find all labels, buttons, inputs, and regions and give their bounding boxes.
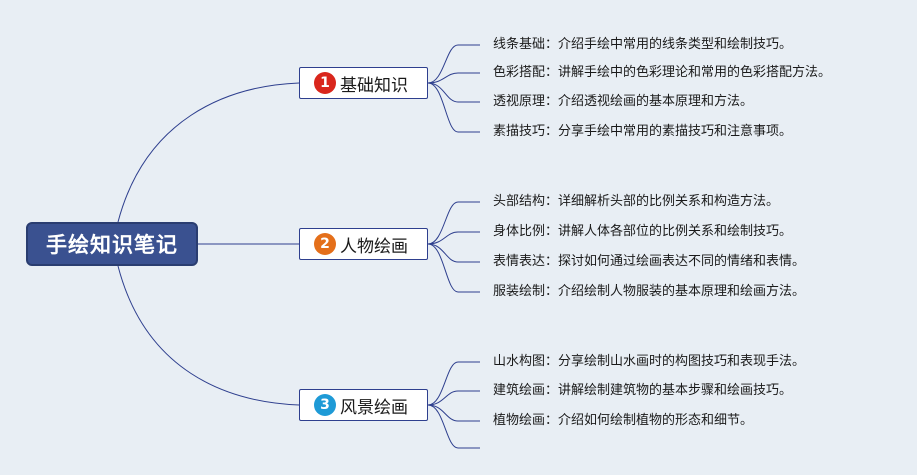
leaf-item[interactable]: 表情表达：探讨如何通过绘画表达不同的情绪和表情。 [493,254,806,269]
leaf-item[interactable]: 山水构图：分享绘制山水画时的构图技巧和表现手法。 [493,354,806,369]
root-node[interactable]: 手绘知识笔记 [26,222,198,266]
number-badge-icon: 3 [314,394,336,416]
leaf-connector [427,44,480,84]
leaf-item[interactable]: 身体比例：讲解人体各部位的比例关系和绘制技巧。 [493,224,793,239]
leaf-connector [427,72,480,84]
leaf-connector [427,404,480,449]
leaf-connector [427,201,480,245]
branch-node-basics[interactable]: 1 基础知识 [299,67,428,99]
leaf-connector [427,390,480,406]
leaf-item[interactable]: 线条基础：介绍手绘中常用的线条类型和绘制技巧。 [493,37,793,52]
leaf-connector [427,82,480,133]
leaf-item[interactable]: 素描技巧：分享手绘中常用的素描技巧和注意事项。 [493,124,793,139]
leaf-connector [427,404,480,422]
leaf-item[interactable]: 植物绘画：介绍如何绘制植物的形态和细节。 [493,413,754,428]
leaf-connector [427,82,480,103]
branch-node-landscape-drawing[interactable]: 3 风景绘画 [299,389,428,421]
leaf-item[interactable]: 透视原理：介绍透视绘画的基本原理和方法。 [493,94,754,109]
root-label: 手绘知识笔记 [46,233,178,257]
number-badge-icon: 1 [314,72,336,94]
root-connector [117,82,300,223]
leaf-connector [427,231,480,245]
leaf-connector [427,243,480,263]
branch-label: 基础知识 [340,75,408,96]
leaf-item[interactable]: 色彩搭配：讲解手绘中的色彩理论和常用的色彩搭配方法。 [493,65,832,80]
leaf-connector [427,243,480,293]
root-connector [117,265,300,406]
branch-label: 人物绘画 [340,236,408,257]
branch-label: 风景绘画 [340,397,408,418]
leaf-item[interactable]: 建筑绘画：讲解绘制建筑物的基本步骤和绘画技巧。 [493,383,793,398]
leaf-connector [427,361,480,406]
branch-node-figure-drawing[interactable]: 2 人物绘画 [299,228,428,260]
leaf-item[interactable]: 服装绘制：介绍绘制人物服装的基本原理和绘画方法。 [493,284,806,299]
leaf-item[interactable]: 头部结构：详细解析头部的比例关系和构造方法。 [493,194,780,209]
number-badge-icon: 2 [314,233,336,255]
